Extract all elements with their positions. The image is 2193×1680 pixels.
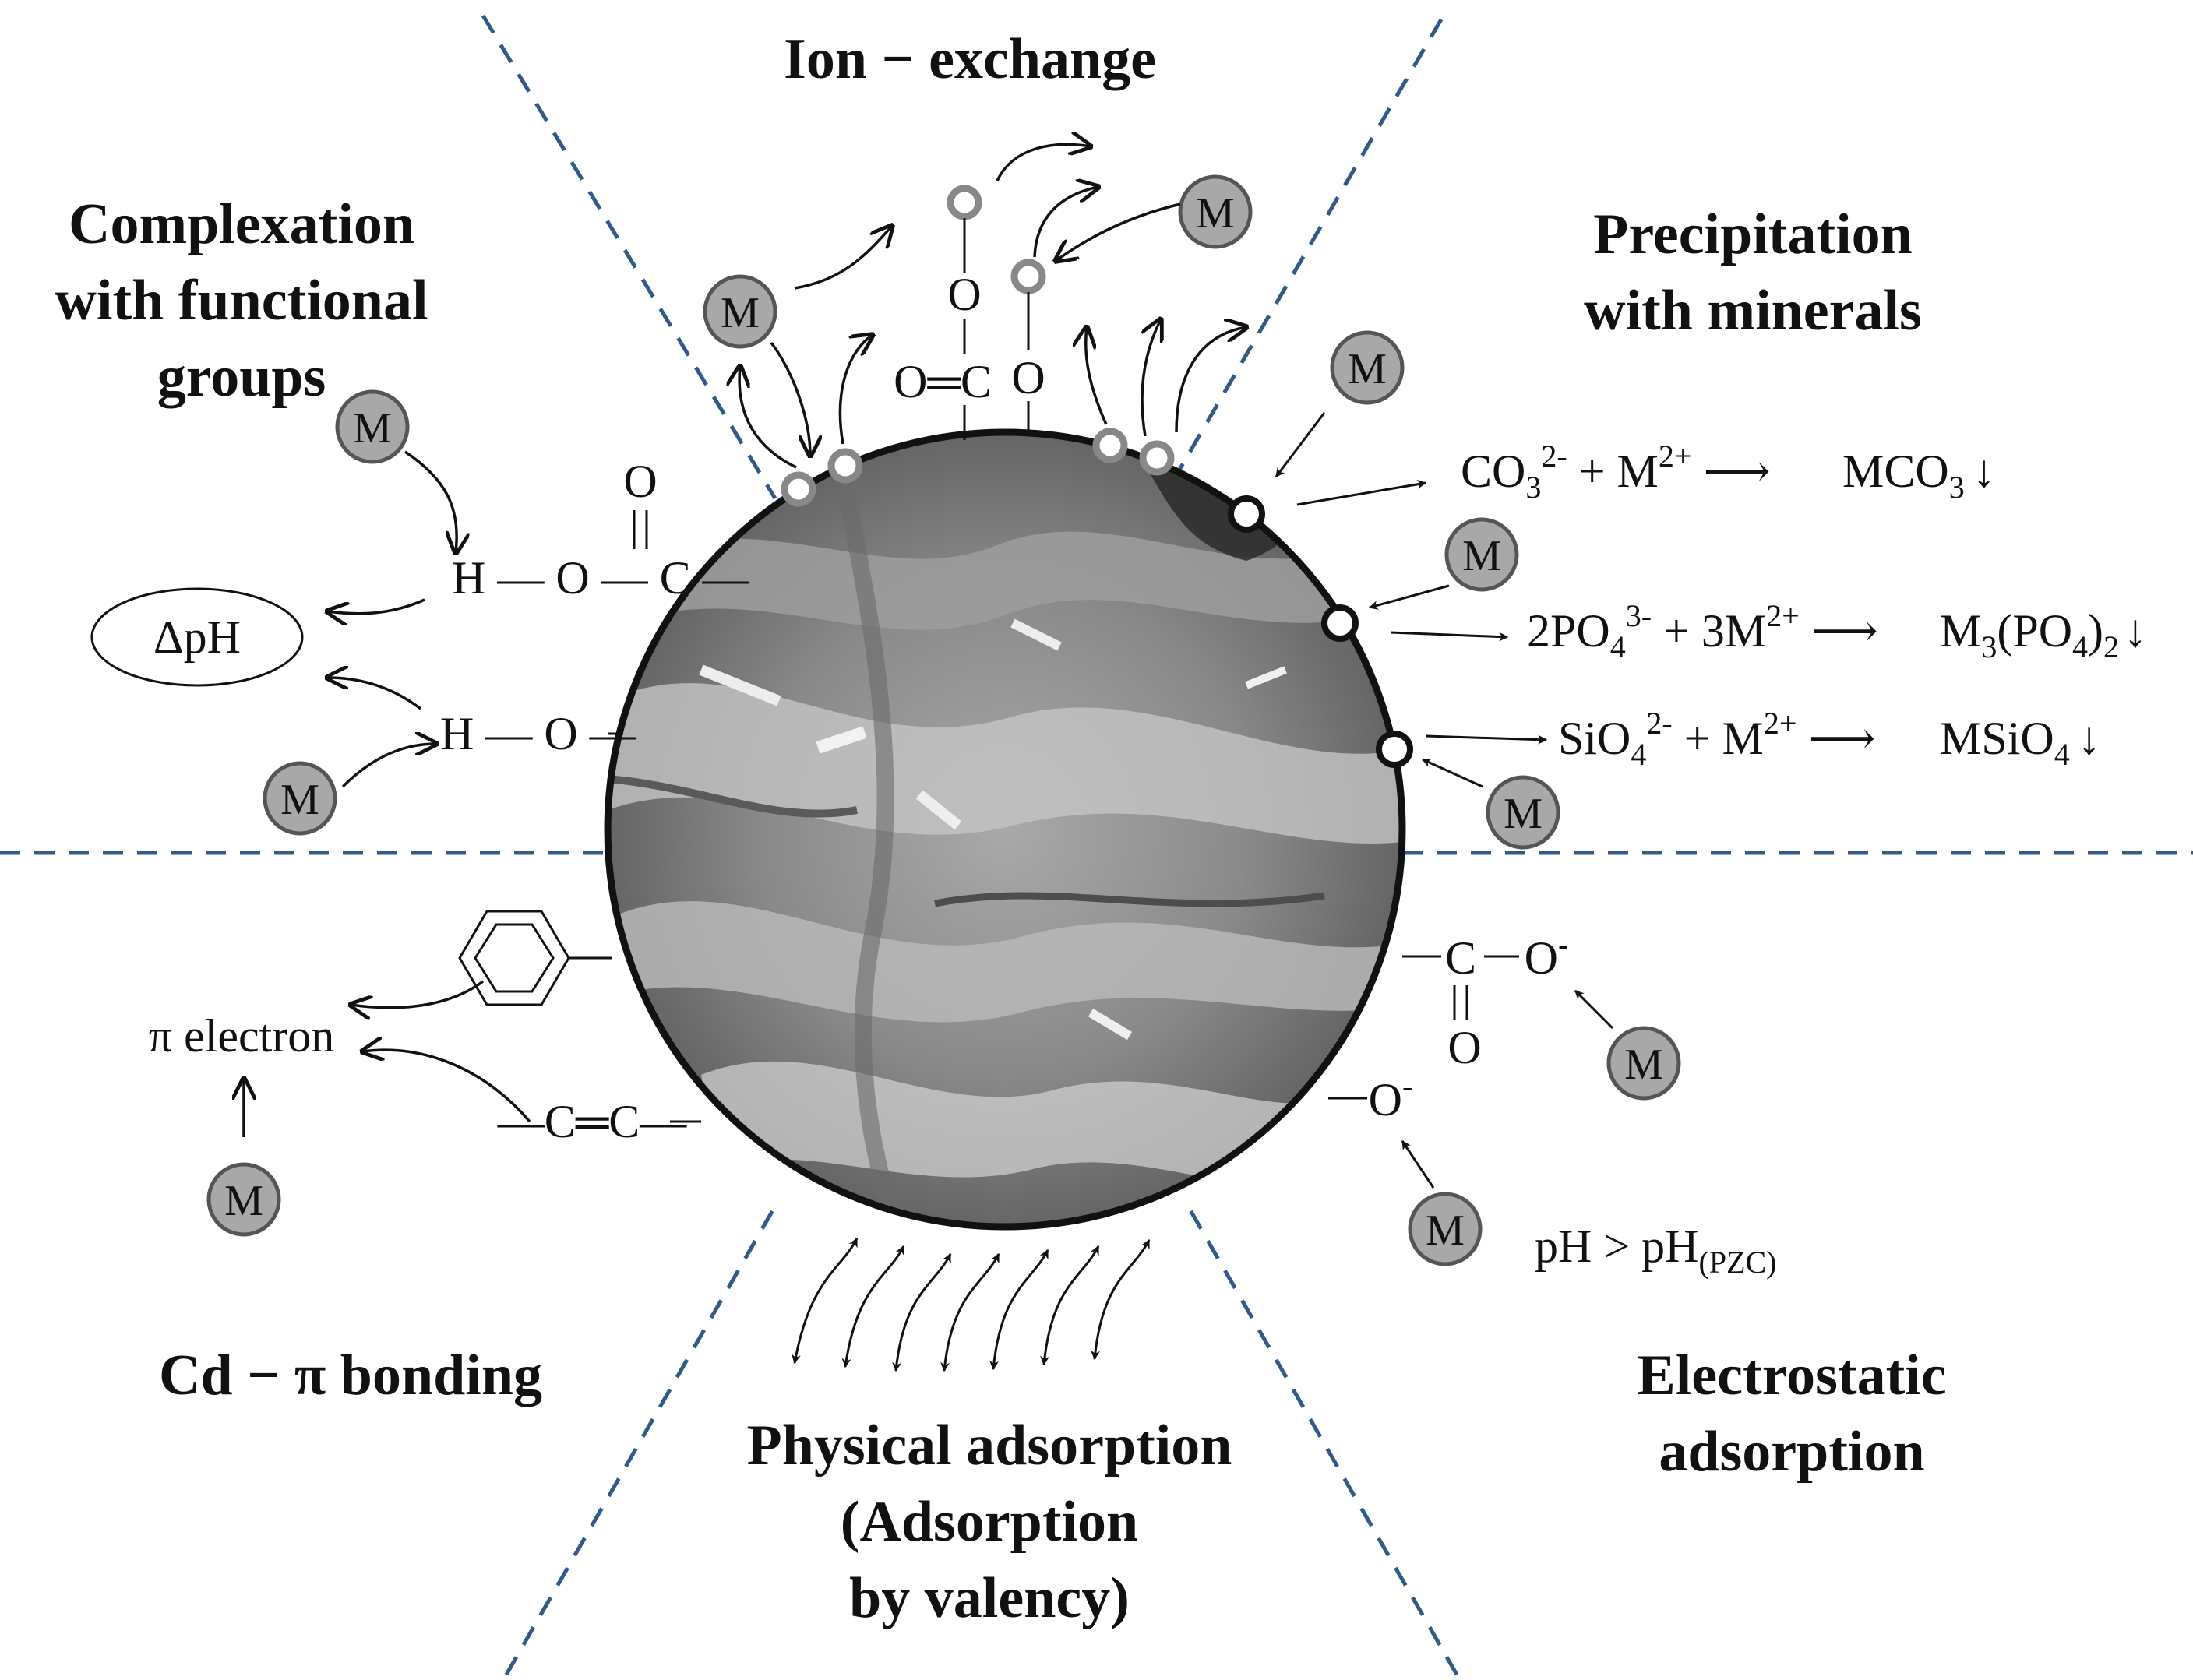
svg-text:with minerals: with minerals (1584, 279, 1922, 343)
svg-text:groups: groups (157, 345, 326, 409)
svg-text:pH > pH(PZC): pH > pH(PZC) (1535, 1220, 1777, 1280)
precipitation-arrows (1275, 412, 1548, 788)
sector-dividers (0, 14, 2193, 1676)
svg-text:O-: O- (1369, 1069, 1413, 1125)
ion-exchange-chain-lines (963, 218, 1030, 440)
svg-text:M: M (1196, 189, 1235, 238)
title-ion-exchange: Ion − exchange (784, 27, 1156, 91)
hydroxyl-chain: H — O — (440, 708, 637, 759)
svg-text:MSiO4↓: MSiO4↓ (1940, 713, 2101, 772)
particle-outline (604, 428, 1406, 1231)
title-precipitation: Precipitation with minerals (1584, 203, 1922, 343)
alkene-group: —C═C— (497, 1096, 688, 1147)
reaction-phosphate: 2PO43- + 3M2+⟶ M3(PO4)2↓ (1527, 598, 2147, 664)
svg-text:M: M (1504, 790, 1543, 838)
electrostatic-groups: C O- O O- pH > pH(PZC) (1328, 927, 1777, 1280)
complexation-arrows (327, 450, 457, 788)
divider-upper-right (1174, 18, 1444, 477)
divider-upper-left (481, 14, 777, 500)
svg-text:CO32- + M2+⟶: CO32- + M2+⟶ (1461, 438, 1770, 505)
metal-ions (206, 174, 1681, 1266)
divider-lower-right (1182, 1198, 1459, 1676)
svg-text:O: O (623, 456, 657, 507)
physical-adsorption-arrows (792, 1237, 1151, 1372)
complexation-groups: O H — O — C — H — O — ΔpH (90, 456, 750, 759)
svg-text:M3(PO4)2↓: M3(PO4)2↓ (1940, 605, 2147, 664)
svg-text:O: O (1447, 1022, 1481, 1073)
svg-text:M: M (1624, 1041, 1663, 1089)
svg-text:adsorption: adsorption (1659, 1420, 1924, 1484)
svg-text:2PO43- + 3M2+⟶: 2PO43- + 3M2+⟶ (1527, 598, 1878, 664)
carboxyl-chain: H — O — C — (452, 552, 750, 604)
svg-text:(Adsorption: (Adsorption (841, 1490, 1138, 1554)
metal-ion-pi (206, 1162, 281, 1237)
ion-exchange-sites (781, 185, 1175, 507)
ion-exchange-carbonyl: O═C (894, 356, 992, 407)
pi-electron-label: π electron (149, 1010, 335, 1062)
electrostatic-arrows (1401, 989, 1614, 1189)
title-cd-pi-bonding: Cd − π bonding (159, 1344, 542, 1407)
svg-text:MCO3↓: MCO3↓ (1842, 446, 1996, 505)
svg-text:M: M (721, 289, 760, 337)
metal-ion-precip-2 (1444, 517, 1519, 592)
delta-ph-oval (90, 587, 304, 687)
svg-text:Complexation: Complexation (69, 192, 414, 256)
metal-ion-ion-exchange-2 (1178, 174, 1253, 249)
svg-text:Precipitation: Precipitation (1593, 203, 1913, 266)
svg-text:M: M (353, 404, 392, 453)
metal-ion-precip-3 (1486, 775, 1560, 850)
svg-text:M: M (1348, 345, 1387, 393)
reaction-carbonate: CO32- + M2+⟶ MCO3↓ (1461, 438, 1996, 505)
svg-text:by valency): by valency) (849, 1566, 1130, 1630)
svg-text:Electrostatic: Electrostatic (1637, 1344, 1946, 1407)
precipitation-sites (1228, 495, 1413, 768)
ion-exchange-o-single: O (947, 269, 981, 320)
divider-lower-left (504, 1198, 781, 1676)
delta-ph-label: ΔpH (153, 611, 241, 663)
metal-ion-complexation-top (335, 389, 410, 464)
ion-exchange-arrows (739, 144, 1246, 469)
metal-ion-complexation-bottom (263, 761, 337, 836)
metal-ion-electrostatic-1 (1606, 1026, 1681, 1101)
svg-text:O-: O- (1525, 927, 1569, 984)
metal-ion-labels: M M M M M M M M M M (224, 189, 1663, 1255)
svg-text:M: M (224, 1177, 263, 1225)
svg-text:with functional: with functional (55, 269, 428, 333)
metal-ion-precip-1 (1330, 330, 1405, 405)
reaction-silicate: SiO42- + M2+⟶ MSiO4↓ (1558, 706, 2101, 772)
ion-exchange-o-second: O (1011, 352, 1045, 403)
metal-ion-ion-exchange-1 (703, 274, 777, 349)
benzene-ring-icon (458, 910, 612, 1006)
svg-text:SiO42- + M2+⟶: SiO42- + M2+⟶ (1558, 706, 1875, 772)
svg-text:M: M (280, 776, 319, 824)
title-electrostatic-adsorption: Electrostatic adsorption (1637, 1344, 1946, 1484)
metal-ion-electrostatic-2 (1408, 1192, 1483, 1266)
svg-text:Physical adsorption: Physical adsorption (747, 1414, 1232, 1477)
svg-text:M: M (1426, 1206, 1465, 1255)
svg-text:C: C (1445, 932, 1476, 984)
pi-bonding-arrows (244, 980, 531, 1137)
title-physical-adsorption: Physical adsorption (Adsorption by valen… (747, 1414, 1232, 1630)
title-complexation: Complexation with functional groups (55, 192, 428, 409)
svg-text:M: M (1462, 532, 1501, 580)
